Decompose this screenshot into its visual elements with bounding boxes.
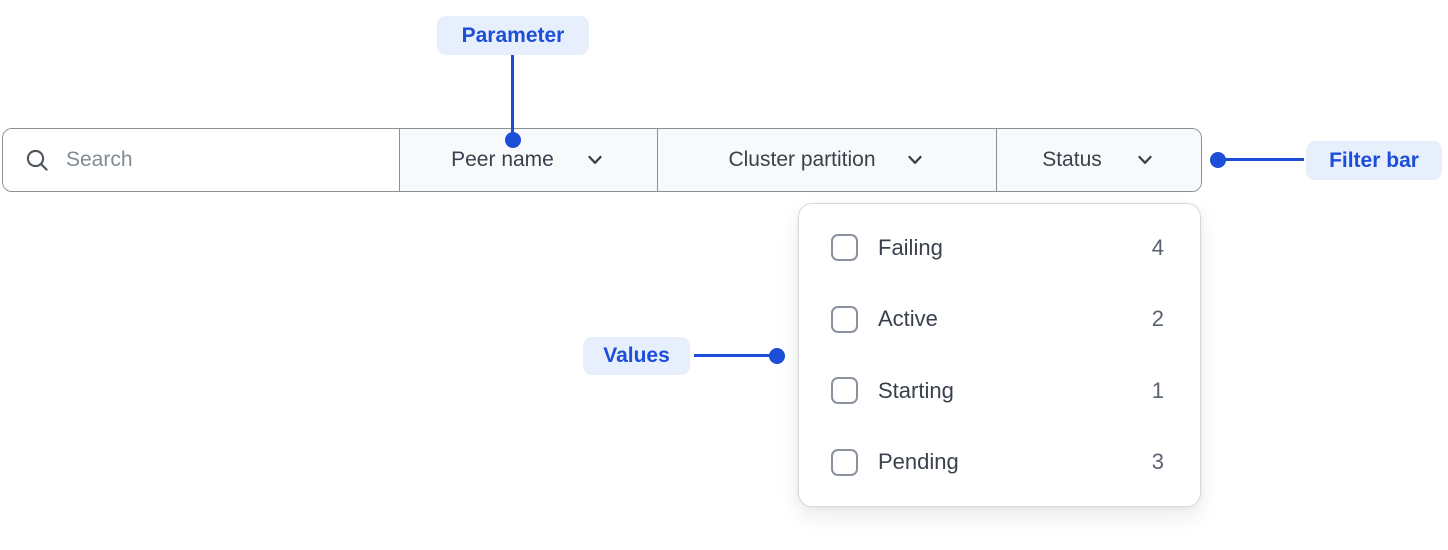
filter-bar-callout-label: Filter bar <box>1329 148 1419 172</box>
dropdown-option-pending[interactable]: Pending 3 <box>831 427 1164 499</box>
option-count: 4 <box>1151 234 1164 260</box>
filter-bar: Peer name Cluster partition Status <box>2 128 1202 192</box>
option-count: 3 <box>1151 449 1164 475</box>
parameter-callout-label: Parameter <box>461 23 565 47</box>
values-callout-badge: Values <box>583 337 690 375</box>
search-input[interactable] <box>66 148 356 172</box>
dropdown-peer-name-label: Peer name <box>451 148 554 171</box>
filter-bar-callout-badge: Filter bar <box>1306 141 1442 180</box>
option-label: Pending <box>878 449 959 475</box>
values-callout-label: Values <box>603 344 670 367</box>
dropdown-status[interactable]: Status <box>996 129 1201 191</box>
filter-bar-connector-dot <box>1210 152 1226 168</box>
parameter-connector-dot <box>505 132 521 148</box>
chevron-down-icon <box>1138 155 1152 164</box>
status-dropdown-panel: Failing 4 Active 2 Starting 1 Pending 3 <box>798 203 1201 507</box>
dropdown-cluster-partition[interactable]: Cluster partition <box>657 129 996 191</box>
option-count: 1 <box>1151 377 1164 403</box>
option-label: Failing <box>878 234 943 260</box>
dropdown-status-label: Status <box>1042 148 1102 171</box>
checkbox-pending[interactable] <box>831 448 858 476</box>
dropdown-cluster-partition-label: Cluster partition <box>728 148 876 171</box>
parameter-callout-badge: Parameter <box>437 16 589 55</box>
dropdown-option-starting[interactable]: Starting 1 <box>831 355 1164 427</box>
dropdown-option-active[interactable]: Active 2 <box>831 284 1164 356</box>
search-field[interactable] <box>3 129 399 191</box>
search-icon <box>26 149 48 171</box>
checkbox-active[interactable] <box>831 305 858 333</box>
values-connector-line <box>694 354 771 357</box>
dropdown-peer-name[interactable]: Peer name <box>399 129 657 191</box>
option-label: Active <box>878 306 938 332</box>
filter-bar-connector-line <box>1224 158 1304 161</box>
dropdown-option-failing[interactable]: Failing 4 <box>831 212 1164 284</box>
option-label: Starting <box>878 377 954 403</box>
checkbox-starting[interactable] <box>831 377 858 405</box>
option-count: 2 <box>1151 306 1164 332</box>
values-connector-dot <box>769 348 785 364</box>
parameter-connector-line <box>511 55 514 134</box>
chevron-down-icon <box>907 155 922 164</box>
checkbox-failing[interactable] <box>831 234 858 262</box>
chevron-down-icon <box>588 155 602 164</box>
